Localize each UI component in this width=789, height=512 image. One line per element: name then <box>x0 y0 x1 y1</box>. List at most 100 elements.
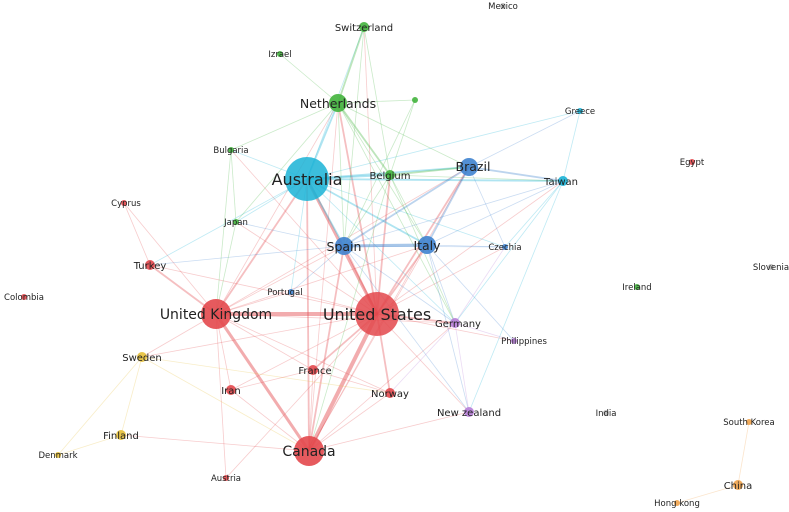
node-circle-denmark[interactable] <box>55 452 61 458</box>
node-brazil[interactable]: Brazil <box>456 158 491 176</box>
node-circle-finland[interactable] <box>116 430 126 440</box>
node-uk[interactable]: United Kingdom <box>160 299 272 329</box>
node-label-spain: Spain <box>327 239 362 254</box>
edge-italy-newzealand <box>426 244 470 413</box>
node-denmark[interactable]: Denmark <box>38 451 77 461</box>
node-hongkong[interactable]: Hong kong <box>654 499 700 509</box>
node-circle-us[interactable] <box>355 292 399 336</box>
node-label-brazil: Brazil <box>456 159 491 174</box>
node-circle-ireland[interactable] <box>634 284 640 290</box>
node-label-china: China <box>724 481 753 492</box>
edge-netherlands-germany <box>337 102 456 324</box>
node-circle-portugal[interactable] <box>288 289 294 295</box>
node-newzealand[interactable]: New zealand <box>437 407 501 419</box>
node-circle-greece[interactable] <box>577 108 583 114</box>
edge-bulgaria-japan <box>230 149 237 223</box>
node-circle-newzealand[interactable] <box>464 407 474 417</box>
edge-turkey-cyprus <box>123 202 151 266</box>
node-circle-cyprus[interactable] <box>121 200 127 206</box>
node-bulgaria[interactable]: Bulgaria <box>213 146 248 156</box>
node-philippines[interactable]: Philippines <box>501 337 547 347</box>
node-circle-switzerland[interactable] <box>359 22 369 32</box>
node-cyprus[interactable]: Cyprus <box>111 199 141 209</box>
node-mexico[interactable]: Mexico <box>488 2 518 12</box>
node-circle-spain[interactable] <box>335 237 353 255</box>
node-greece[interactable]: Greece <box>565 107 595 117</box>
node-circle-india[interactable] <box>603 410 609 416</box>
node-china[interactable]: China <box>724 480 753 492</box>
node-southkorea[interactable]: South Korea <box>723 418 775 428</box>
node-france[interactable]: France <box>298 365 332 377</box>
node-austria[interactable]: Austria <box>211 474 241 484</box>
node-circle-sweden[interactable] <box>137 352 147 362</box>
node-netherlands[interactable]: Netherlands <box>300 94 376 112</box>
node-india[interactable]: India <box>596 409 617 419</box>
edge-us-belgium <box>376 174 391 315</box>
node-circle-israel[interactable] <box>277 51 283 57</box>
node-iran[interactable]: Iran <box>221 385 241 397</box>
edge-uk-canada <box>214 313 311 452</box>
node-label-portugal: Portugal <box>267 288 302 298</box>
edge-layer <box>57 26 750 504</box>
edge-us-turkey <box>149 264 378 315</box>
node-circle-belgium[interactable] <box>385 170 395 180</box>
node-circle-austria[interactable] <box>223 475 229 481</box>
node-italy[interactable]: Italy <box>413 236 441 254</box>
node-turkey[interactable]: Turkey <box>133 260 167 272</box>
node-switzerland[interactable]: Switzerland <box>335 22 393 34</box>
edge-switzerland-belgium <box>363 26 391 176</box>
node-circle-australia[interactable] <box>285 157 329 201</box>
node-circle-france[interactable] <box>308 365 318 375</box>
node-norway[interactable]: Norway <box>371 388 409 400</box>
node-finland[interactable]: Finland <box>103 430 139 442</box>
node-circle-china[interactable] <box>733 480 743 490</box>
node-circle-mexico[interactable] <box>500 3 506 9</box>
node-label-germany: Germany <box>435 319 481 330</box>
node-us[interactable]: United States <box>323 292 431 336</box>
node-circle-brazil[interactable] <box>460 158 478 176</box>
edge-southkorea-china <box>737 421 750 486</box>
node-spain[interactable]: Spain <box>327 237 362 255</box>
node-japan[interactable]: Japan <box>223 218 248 228</box>
node-circle-italy[interactable] <box>418 236 436 254</box>
node-egypt[interactable]: Egypt <box>680 158 705 168</box>
edge-switzerland-spain <box>343 26 365 247</box>
node-circle-southkorea[interactable] <box>746 419 752 425</box>
node-australia[interactable]: Australia <box>272 157 343 201</box>
node-circle-canada[interactable] <box>294 436 324 466</box>
node-circle-taiwan[interactable] <box>558 176 568 186</box>
node-circle-iran[interactable] <box>226 385 236 395</box>
node-circle-egypt[interactable] <box>689 159 695 165</box>
node-circle-slovenia[interactable] <box>768 264 774 270</box>
node-slovenia[interactable]: Slovenia <box>753 263 789 273</box>
node-label-sweden: Sweden <box>122 353 162 364</box>
node-czechia[interactable]: Czechia <box>488 243 521 253</box>
node-circle-bulgaria[interactable] <box>228 147 234 153</box>
node-circle-uk[interactable] <box>201 299 231 329</box>
node-canada[interactable]: Canada <box>282 436 336 466</box>
node-ireland[interactable]: Ireland <box>622 283 651 293</box>
node-unlabeled[interactable] <box>412 97 418 103</box>
node-circle-netherlands[interactable] <box>329 94 347 112</box>
node-sweden[interactable]: Sweden <box>122 352 162 364</box>
node-israel[interactable]: Izrael <box>268 50 291 60</box>
node-circle-unlabeled[interactable] <box>412 97 418 103</box>
edge-belgium-italy <box>389 174 428 246</box>
node-colombia[interactable]: Colombia <box>4 293 44 303</box>
node-circle-japan[interactable] <box>233 219 239 225</box>
node-circle-hongkong[interactable] <box>674 500 680 506</box>
node-germany[interactable]: Germany <box>435 318 481 330</box>
node-circle-norway[interactable] <box>385 388 395 398</box>
node-circle-germany[interactable] <box>450 318 460 328</box>
node-belgium[interactable]: Belgium <box>370 170 411 182</box>
node-circle-czechia[interactable] <box>502 244 508 250</box>
node-circle-philippines[interactable] <box>511 338 517 344</box>
edge-spain-portugal <box>290 245 345 293</box>
node-portugal[interactable]: Portugal <box>267 288 302 298</box>
node-taiwan[interactable]: Taiwan <box>543 176 578 188</box>
node-circle-turkey[interactable] <box>145 260 155 270</box>
node-label-taiwan: Taiwan <box>543 177 578 188</box>
edge-australia-italy <box>306 178 428 246</box>
node-circle-colombia[interactable] <box>21 294 27 300</box>
